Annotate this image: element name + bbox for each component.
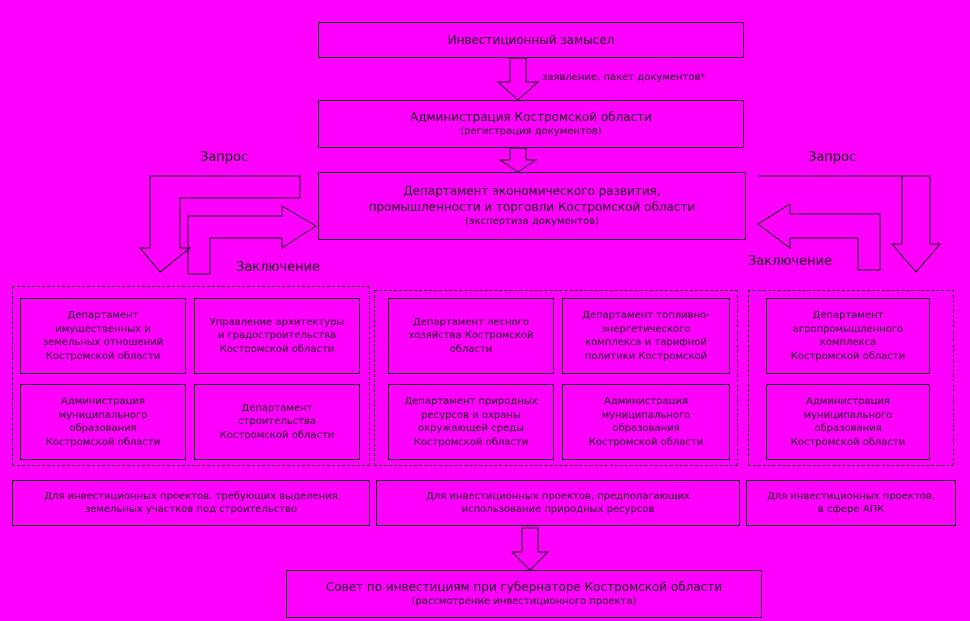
council-subtitle: (рассмотрение инвестиционного проекта) (411, 596, 637, 608)
agency-box: Администрация муниципального образования… (766, 384, 930, 460)
agency-line: Департамент лесного (412, 316, 530, 328)
regional-administration-box: Администрация Костромской области (регис… (318, 100, 744, 148)
agency-line: Департамент (812, 310, 884, 321)
agency-line: комплекса (819, 337, 877, 348)
agency-line: имущественных и (55, 323, 151, 335)
conclusion-label-right: Заключение (748, 254, 833, 269)
agency-box: Департамент лесного хозяйства Костромско… (388, 298, 554, 374)
agency-line: области (449, 343, 493, 355)
agency-box: Департамент топливно- энергетического ко… (562, 298, 730, 374)
economic-department-box: Департамент экономического развития, про… (318, 172, 746, 240)
agency-line: Департамент природных (404, 396, 538, 407)
agency-line: Костромской области (588, 436, 704, 448)
agency-box: Департамент строительства Костромской об… (194, 384, 360, 460)
agency-box: Администрация муниципального образования… (20, 384, 186, 460)
group-right-frame (748, 290, 954, 466)
agency-line: образования (814, 423, 882, 434)
agency-line: Костромской области (219, 343, 335, 355)
arrow-admin-to-dept (498, 147, 538, 173)
agency-line: Администрация (806, 396, 890, 407)
agency-line: Департамент (241, 402, 313, 414)
agency-line: Костромской области (413, 436, 529, 448)
agency-box: Администрация муниципального образования… (562, 384, 730, 460)
request-label-right: Запрос (808, 150, 857, 165)
council-title: Совет по инвестициям при губернаторе Кос… (325, 580, 723, 595)
arrow-request-left (138, 175, 301, 273)
agency-line: строительства (238, 416, 316, 428)
investment-council-box: Совет по инвестициям при губернаторе Кос… (286, 570, 762, 618)
note-agro-projects: Для инвестиционных проектов, в сфере АПК (746, 480, 956, 526)
agency-line: Департамент топливно- (582, 310, 710, 321)
agency-line: политики Костромской (584, 350, 708, 362)
dept-line1: Департамент экономического развития, (403, 184, 661, 199)
agency-line: муниципального (601, 409, 691, 421)
agency-line: агропромышленного (792, 323, 904, 335)
arrow-request-right (758, 175, 942, 273)
agency-line: образования (612, 423, 680, 434)
agency-line: энергетического (601, 323, 691, 335)
investment-idea-box: Инвестиционный замысел (318, 22, 744, 58)
agency-line: земельных отношений (42, 337, 164, 348)
note-line: в сфере АПК (817, 504, 885, 515)
agency-line: Костромской области (790, 436, 906, 448)
arrow-note: заявление, пакет документов* (542, 72, 706, 83)
agency-line: ресурсов и охраны (421, 409, 521, 421)
note-land-projects: Для инвестиционных проектов, требующих в… (12, 480, 370, 526)
note-line: Для инвестиционных проектов, (766, 490, 935, 502)
agency-line: окружающей среды (417, 423, 525, 434)
note-natural-resources-projects: Для инвестиционных проектов, предполагаю… (376, 480, 740, 526)
conclusion-label-left: Заключение (236, 260, 321, 275)
investment-idea-title: Инвестиционный замысел (447, 32, 615, 47)
request-label-left: Запрос (200, 150, 249, 165)
agency-line: и градостроительства (217, 330, 337, 342)
admin-title: Администрация Костромской области (410, 110, 652, 125)
group-left-frame (12, 286, 370, 466)
agency-line: Администрация (604, 396, 688, 407)
note-line: земельных участков под строительство (84, 504, 298, 515)
agency-line: образования (69, 423, 137, 434)
arrow-conclusion-right (757, 203, 881, 271)
dept-line2: промышленности и торговли Костромской об… (368, 200, 696, 215)
agency-box: Департамент природных ресурсов и охраны … (388, 384, 554, 460)
agency-line: Управление архитектуры (209, 316, 345, 328)
agency-line: хозяйства Костромской (408, 330, 534, 342)
agency-box: Управление архитектуры и градостроительс… (194, 298, 360, 374)
agency-line: муниципального (58, 409, 148, 421)
note-line: Для инвестиционных проектов, предполагаю… (426, 490, 690, 502)
admin-subtitle: (регистрация документов) (460, 126, 602, 138)
agency-line: комплекса и тарифной (585, 337, 707, 348)
agency-line: Костромской области (219, 429, 335, 441)
arrow-invest-to-admin (496, 57, 540, 101)
agency-line: Администрация (61, 396, 145, 407)
agency-line: муниципального (803, 409, 893, 421)
agency-line: Костромской области (790, 350, 906, 362)
note-line: использование природных ресурсов (461, 504, 655, 515)
note-line: Для инвестиционных проектов, требующих в… (44, 490, 338, 502)
agency-line: Костромской области (45, 350, 161, 362)
dept-subtitle: (экспертиза документов) (465, 216, 599, 228)
arrow-conclusion-left (187, 205, 317, 275)
agency-box: Департамент агропромышленного комплекса … (766, 298, 930, 374)
arrow-notes-to-council (510, 527, 550, 571)
agency-line: Костромской области (45, 436, 161, 448)
agency-box: Департамент имущественных и земельных от… (20, 298, 186, 374)
group-middle-frame (374, 290, 738, 466)
agency-line: Департамент (67, 310, 139, 321)
